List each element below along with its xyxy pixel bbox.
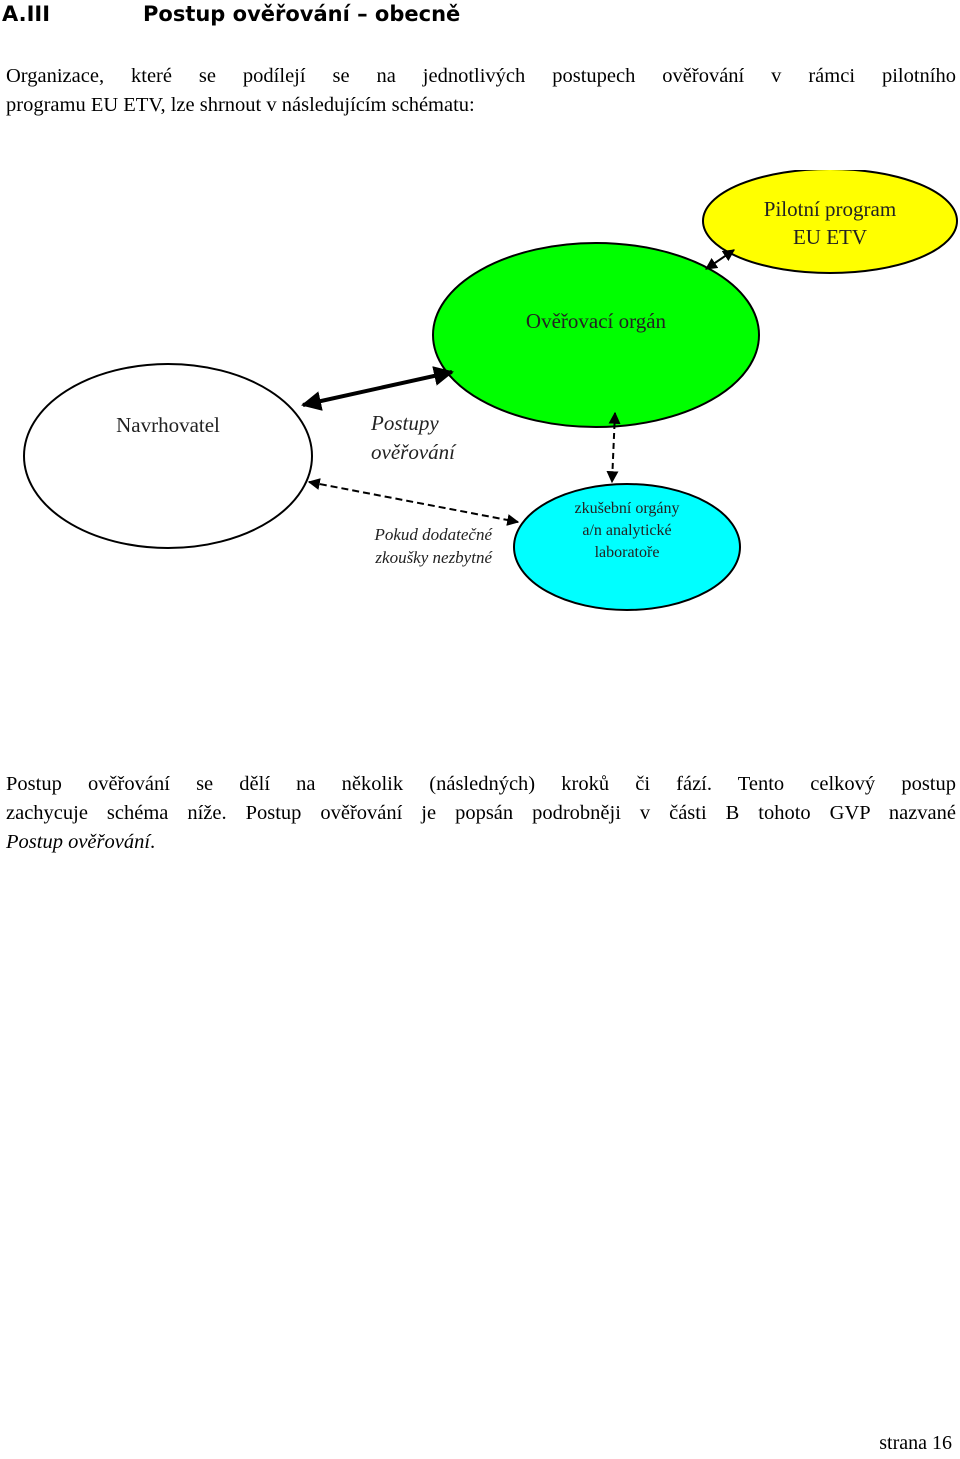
labs-label-1: zkušební orgány — [574, 500, 679, 517]
procedures-label-1: Postupy — [370, 411, 439, 435]
labs-node — [513, 483, 741, 611]
section-number: A.III — [2, 2, 51, 26]
pilot-program-node — [702, 170, 958, 274]
intro-line-2: programu EU ETV, lze shrnout v následují… — [6, 94, 475, 116]
organization-diagram: Pilotní program EU ETV Ověřovací orgán N… — [23, 170, 958, 611]
page-number: strana 16 — [879, 1432, 952, 1454]
outro-italic-ref: Postup ověřování — [6, 831, 151, 853]
labs-label-2: a/n analytické — [582, 522, 671, 539]
outro-line-3: Postup ověřování. — [6, 828, 956, 857]
pilot-program-label-2: EU ETV — [793, 225, 867, 249]
intro-line-1: Organizace, které se podílejí se na jedn… — [6, 65, 956, 87]
outro-line-1: Postup ověřování se dělí na několik (nás… — [6, 773, 956, 795]
proposer-node — [23, 363, 313, 549]
proposer-label: Navrhovatel — [116, 413, 220, 437]
pilot-program-label-1: Pilotní program — [764, 197, 896, 221]
labs-label-3: laboratoře — [595, 544, 660, 561]
outro-line-2: zachycuje schéma níže. Postup ověřování … — [6, 802, 956, 824]
section-title: Postup ověřování – obecně — [143, 2, 461, 26]
arrow-pilot-body — [705, 249, 735, 270]
intro-paragraph: Organizace, které se podílejí se na jedn… — [6, 62, 956, 120]
verification-body-node — [432, 242, 760, 428]
outro-period: . — [150, 831, 156, 853]
arrow-body-labs — [606, 411, 621, 484]
extra-tests-label-1: Pokud dodatečné — [373, 525, 493, 544]
verification-body-label: Ověřovací orgán — [526, 309, 667, 333]
procedures-label-2: ověřování — [371, 440, 457, 464]
arrow-proposer-labs — [307, 478, 520, 526]
extra-tests-label-2: zkoušky nezbytné — [374, 548, 493, 567]
outro-paragraph: Postup ověřování se dělí na několik (nás… — [6, 770, 956, 857]
arrow-proposer-body — [301, 366, 454, 411]
